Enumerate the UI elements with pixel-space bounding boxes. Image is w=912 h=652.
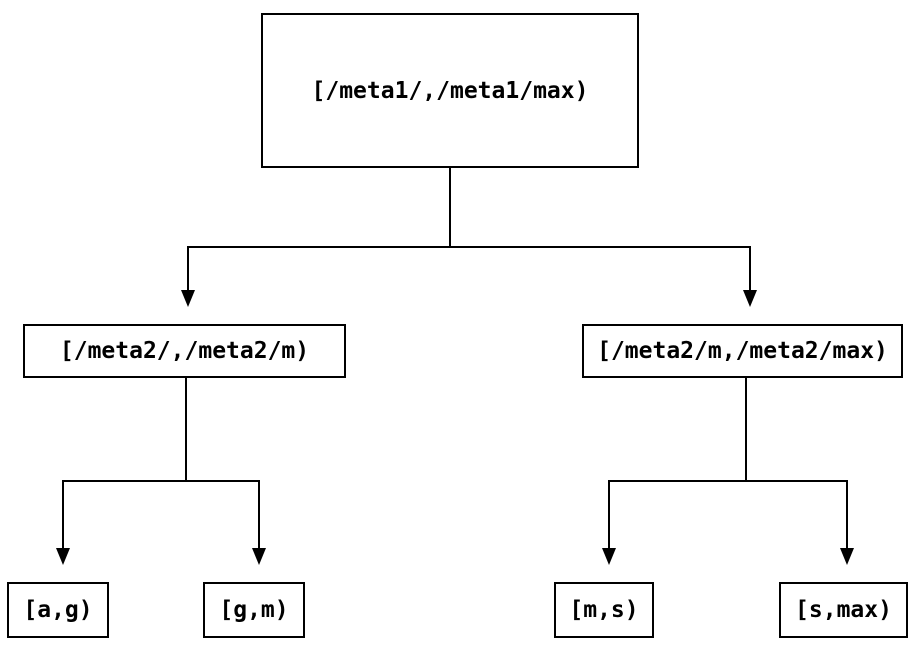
arrowhead-leaf-ms <box>602 548 616 565</box>
tree-node-meta2-upper-label: [/meta2/m,/meta2/max) <box>597 338 888 364</box>
tree-leaf-smax: [s,max) <box>779 582 908 638</box>
arrowhead-leaf-smax <box>840 548 854 565</box>
tree-leaf-gm-label: [g,m) <box>219 597 289 623</box>
tree-leaf-ms-label: [m,s) <box>569 597 639 623</box>
tree-leaf-ag-label: [a,g) <box>23 597 93 623</box>
tree-node-root-label: [/meta1/,/meta1/max) <box>311 77 589 104</box>
tree-node-meta2-lower-label: [/meta2/,/meta2/m) <box>59 338 310 364</box>
tree-leaf-ag: [a,g) <box>7 582 109 638</box>
arrowhead-leaf-ag <box>56 548 70 565</box>
tree-node-meta2-upper: [/meta2/m,/meta2/max) <box>582 324 903 378</box>
tree-node-meta2-lower: [/meta2/,/meta2/m) <box>23 324 346 378</box>
arrowhead-left-node <box>181 290 195 307</box>
arrowhead-leaf-gm <box>252 548 266 565</box>
tree-leaf-gm: [g,m) <box>203 582 305 638</box>
tree-leaf-ms: [m,s) <box>554 582 654 638</box>
tree-node-root: [/meta1/,/meta1/max) <box>261 13 639 168</box>
tree-leaf-smax-label: [s,max) <box>795 597 892 623</box>
arrowhead-right-node <box>743 290 757 307</box>
